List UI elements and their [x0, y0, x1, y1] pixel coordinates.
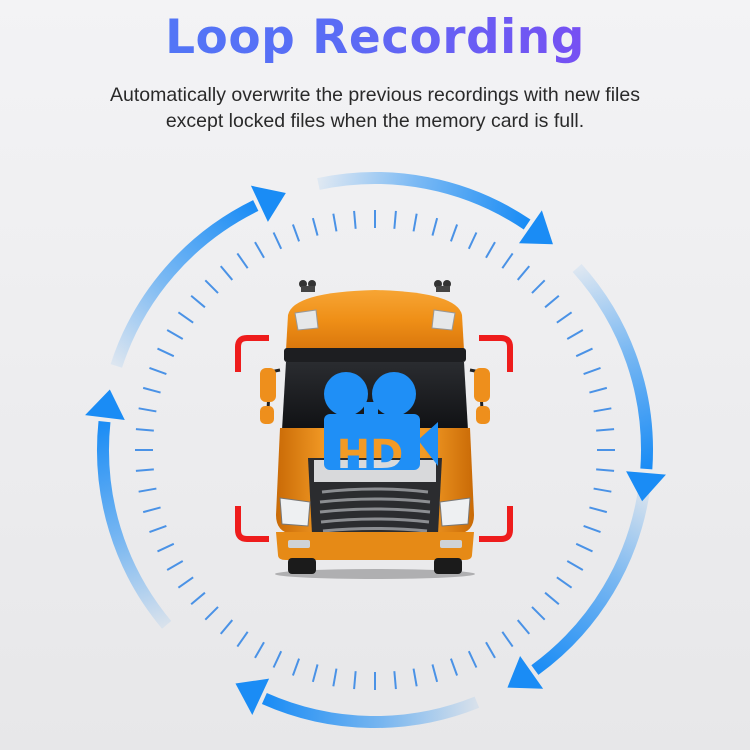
description-line-1: Automatically overwrite the previous rec… — [110, 84, 640, 106]
tick-mark — [177, 576, 194, 589]
tick-mark — [177, 311, 194, 324]
tick-mark — [311, 217, 319, 236]
description: Automatically overwrite the previous rec… — [0, 82, 750, 134]
tick-mark — [190, 591, 206, 606]
tick-mark — [589, 386, 608, 394]
tick-mark — [575, 347, 593, 358]
tick-mark — [566, 560, 584, 571]
tick-mark — [138, 407, 157, 413]
tick-mark — [593, 407, 612, 413]
arrow-arc — [110, 200, 259, 368]
tick-mark — [544, 591, 560, 606]
tick-mark — [204, 279, 219, 294]
tick-mark — [393, 671, 397, 690]
tick-mark — [449, 224, 459, 242]
tick-mark — [556, 311, 573, 324]
tick-mark — [596, 468, 615, 472]
viewfinder-corners-icon — [235, 335, 513, 542]
tick-mark — [353, 210, 357, 229]
tick-mark — [332, 668, 338, 687]
tick-mark — [204, 606, 219, 621]
tick-mark — [353, 671, 357, 690]
description-line-2: except locked files when the memory card… — [165, 110, 585, 132]
tick-mark — [449, 658, 459, 676]
tick-mark — [291, 658, 301, 676]
tick-mark — [575, 542, 593, 553]
tick-mark — [431, 217, 439, 236]
tick-mark — [583, 366, 601, 376]
tick-mark — [516, 265, 531, 281]
tick-mark — [556, 576, 573, 589]
arrowhead-icon — [85, 389, 125, 420]
arrowhead-icon — [626, 471, 666, 502]
tick-mark — [166, 560, 184, 571]
tick-mark — [157, 542, 175, 553]
tick-mark — [485, 641, 496, 659]
arrowhead-icon — [250, 185, 286, 222]
tick-mark — [412, 213, 418, 232]
tick-mark — [272, 650, 283, 668]
tick-mark — [138, 487, 157, 493]
tick-mark — [149, 366, 167, 376]
tick-mark — [485, 241, 496, 259]
tick-mark — [583, 524, 601, 534]
arrow-arc — [572, 263, 653, 470]
tick-mark — [589, 506, 608, 514]
arrow-arc — [317, 172, 531, 230]
tick-mark — [566, 329, 584, 340]
tick-marks — [135, 210, 615, 690]
page-title: Loop Recording — [0, 8, 750, 68]
hd-video-camera-icon: HD — [324, 372, 438, 470]
tick-mark — [142, 386, 161, 394]
tick-mark — [166, 329, 184, 340]
tick-mark — [412, 668, 418, 687]
tick-mark — [311, 664, 319, 683]
tick-mark — [254, 641, 265, 659]
tick-mark — [531, 606, 546, 621]
tick-mark — [291, 224, 301, 242]
tick-mark — [254, 241, 265, 259]
tick-mark — [219, 265, 234, 281]
arrow-arc — [261, 693, 480, 728]
tick-mark — [431, 664, 439, 683]
tick-mark — [501, 631, 514, 648]
tick-mark — [501, 252, 514, 269]
tick-mark — [135, 468, 154, 472]
tick-mark — [135, 428, 154, 432]
tick-mark — [593, 487, 612, 493]
arrow-arc — [97, 420, 172, 629]
arrow-arc — [531, 487, 651, 675]
tick-mark — [236, 252, 249, 269]
tick-mark — [544, 294, 560, 309]
arrowhead-icon — [235, 678, 270, 715]
tick-mark — [531, 279, 546, 294]
loop-arrows — [85, 172, 666, 728]
tick-mark — [516, 619, 531, 635]
tick-mark — [149, 524, 167, 534]
arrowhead-icon — [518, 210, 553, 245]
tick-mark — [142, 506, 161, 514]
tick-mark — [393, 210, 397, 229]
arrowhead-icon — [507, 656, 544, 689]
tick-mark — [236, 631, 249, 648]
tick-mark — [467, 232, 478, 250]
tick-mark — [157, 347, 175, 358]
tick-mark — [467, 650, 478, 668]
tick-mark — [332, 213, 338, 232]
tick-mark — [272, 232, 283, 250]
tick-mark — [219, 619, 234, 635]
tick-mark — [190, 294, 206, 309]
tick-mark — [596, 428, 615, 432]
